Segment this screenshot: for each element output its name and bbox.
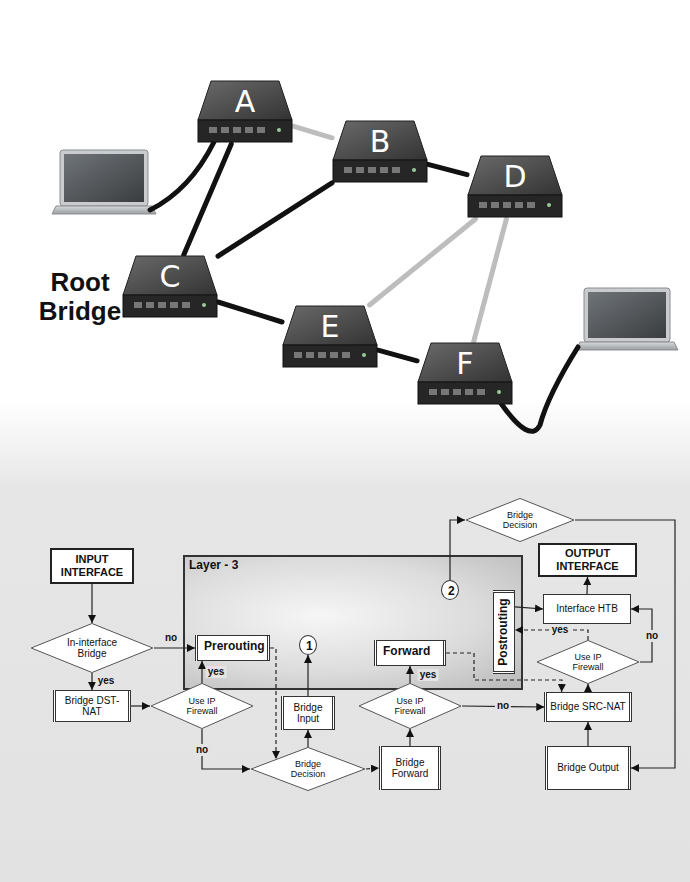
callout-number: 1 — [299, 635, 317, 655]
flow-arrow — [586, 577, 588, 594]
root-bridge-label: Root Bridge — [30, 268, 130, 325]
edge-label: yes — [418, 669, 439, 681]
node-text: F — [417, 346, 513, 382]
edge-label: yes — [550, 624, 571, 636]
interface-box: INPUT INTERFACE — [50, 548, 134, 584]
flow-arrow — [450, 520, 465, 580]
network-switch: E — [282, 305, 378, 369]
edge-label: yes — [206, 666, 227, 678]
process-box: Interface HTB — [543, 594, 631, 624]
network-link — [218, 302, 282, 322]
network-cable — [150, 142, 214, 210]
node-text: C — [122, 259, 218, 295]
decision-diamond: Use IP Firewall — [150, 683, 254, 729]
network-switch: B — [332, 120, 428, 184]
flow-arrow — [409, 729, 410, 746]
callout-number: 1 — [306, 640, 313, 654]
decision-diamond: Use IP Firewall — [358, 683, 462, 729]
node-text: Prerouting — [204, 640, 265, 654]
process-box: Bridge Input — [281, 696, 335, 730]
node-text: Bridge DST-NAT — [59, 695, 125, 718]
edge-label: no — [163, 632, 179, 644]
flow-arrow — [307, 730, 308, 747]
decision-diamond: In-interface Bridge — [30, 623, 154, 673]
node-text: Postrouting — [497, 598, 511, 665]
flow-arrow — [270, 648, 276, 759]
layer-band-ground — [183, 555, 523, 690]
decision-diamond: Bridge Decision — [250, 747, 366, 791]
network-link — [428, 164, 467, 174]
flow-arrow — [409, 666, 410, 683]
node-text: Bridge Output — [557, 762, 619, 774]
node-text: Use IP Firewall — [384, 696, 436, 717]
node-text: Bridge Decision — [279, 759, 337, 780]
node-text: Interface HTB — [556, 603, 618, 615]
flow-arrow — [307, 655, 308, 696]
network-switch: A — [197, 80, 293, 144]
flow-arrow — [587, 722, 588, 746]
network-link — [218, 183, 332, 256]
process-box: Bridge DST-NAT — [53, 690, 131, 722]
network-link — [370, 219, 476, 305]
network-link — [184, 144, 232, 255]
layer-band: Layer - 3 2PostroutingPrerouting 1 Forward — [183, 555, 523, 690]
node-text: Bridge Forward — [385, 757, 435, 780]
callout-number: 2 — [441, 580, 459, 600]
network-switch: F — [417, 342, 513, 406]
process-box: Forward — [374, 640, 446, 666]
network-link — [293, 126, 332, 138]
node-text: Forward — [383, 645, 430, 659]
flow-arrow — [91, 584, 92, 623]
callout-number: 2 — [448, 585, 455, 599]
flow-arrow — [515, 607, 543, 609]
node-text: OUTPUT INTERFACE — [544, 547, 631, 572]
node-text: Use IP Firewall — [562, 652, 614, 673]
laptop — [576, 288, 678, 350]
process-box: Bridge Forward — [379, 746, 441, 790]
network-link — [474, 219, 507, 342]
network-switch: C — [122, 255, 218, 319]
node-text: Bridge SRC-NAT — [550, 701, 625, 713]
flow-arrow — [366, 768, 379, 769]
edge-label: no — [644, 630, 660, 642]
flow-arrow — [154, 647, 195, 648]
node-text: In-interface Bridge — [61, 637, 123, 660]
network-link — [378, 350, 417, 361]
layer-title: Layer - 3 — [189, 559, 238, 573]
edge-label: yes — [96, 675, 117, 687]
node-text: Bridge Input — [287, 702, 329, 725]
flow-arrow — [201, 661, 202, 683]
flow-arrow — [131, 705, 150, 706]
node-text: E — [282, 309, 378, 345]
node-text: Bridge Decision — [492, 510, 547, 531]
laptop — [52, 150, 156, 214]
node-text: INPUT INTERFACE — [56, 553, 128, 578]
node-text: D — [467, 159, 563, 195]
edge-label: no — [495, 700, 511, 712]
network-switch: D — [467, 155, 563, 219]
process-box: Bridge SRC-NAT — [544, 692, 631, 722]
decision-diamond: Bridge Decision — [465, 498, 575, 542]
node-text: A — [197, 84, 293, 120]
edge-label: no — [194, 744, 210, 756]
interface-box: OUTPUT INTERFACE — [538, 543, 637, 577]
process-box: Prerouting — [195, 635, 270, 661]
node-text: Use IP Firewall — [176, 696, 228, 717]
flow-arrow — [587, 684, 588, 692]
flow-arrow — [91, 673, 92, 690]
process-box: Bridge Output — [545, 746, 631, 790]
decision-diamond: Use IP Firewall — [536, 640, 640, 684]
process-box: Postrouting — [493, 590, 515, 674]
node-text: B — [332, 124, 428, 160]
